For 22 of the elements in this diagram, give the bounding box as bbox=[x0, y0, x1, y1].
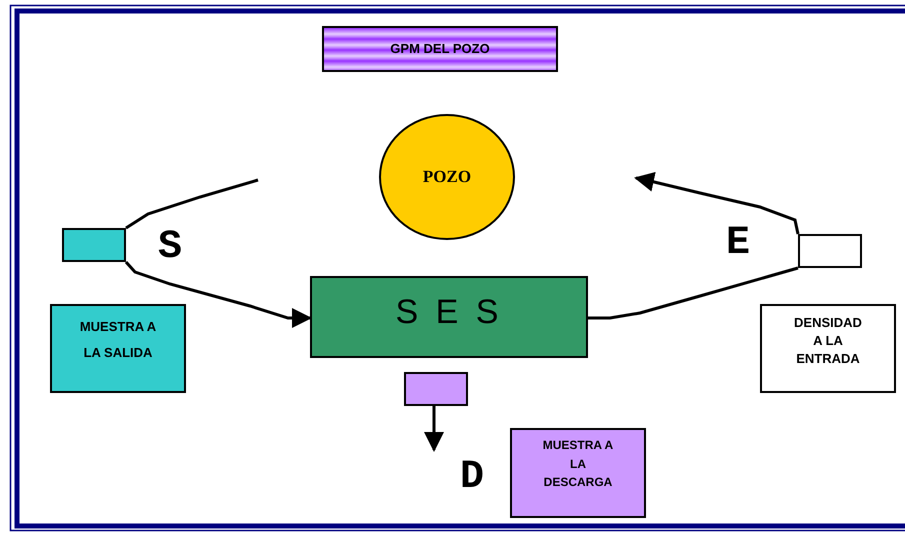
node-label: POZO bbox=[422, 166, 472, 188]
connector-line bbox=[125, 178, 258, 230]
node-label: MUESTRA A LA DESCARGA bbox=[542, 437, 614, 492]
process-box bbox=[310, 276, 588, 358]
node-label: DENSIDAD A LA ENTRADA bbox=[793, 314, 863, 368]
note-box bbox=[510, 428, 646, 518]
sample-box bbox=[798, 234, 862, 268]
letter-label: S bbox=[158, 228, 182, 268]
node-label: MUESTRA A LA SALIDA bbox=[78, 318, 158, 362]
node-label: S E S bbox=[396, 292, 502, 333]
letter-label: D bbox=[460, 458, 484, 498]
node-label: GPM DEL POZO bbox=[390, 40, 490, 58]
sample-box bbox=[62, 228, 126, 262]
title-banner bbox=[322, 26, 558, 72]
sample-box bbox=[404, 372, 468, 406]
letter-label: E bbox=[726, 224, 750, 264]
note-box bbox=[760, 304, 896, 393]
connector-line bbox=[588, 266, 798, 320]
note-box bbox=[50, 304, 186, 393]
arrow bbox=[124, 261, 312, 328]
arrow bbox=[634, 172, 800, 234]
arrow bbox=[424, 406, 444, 452]
